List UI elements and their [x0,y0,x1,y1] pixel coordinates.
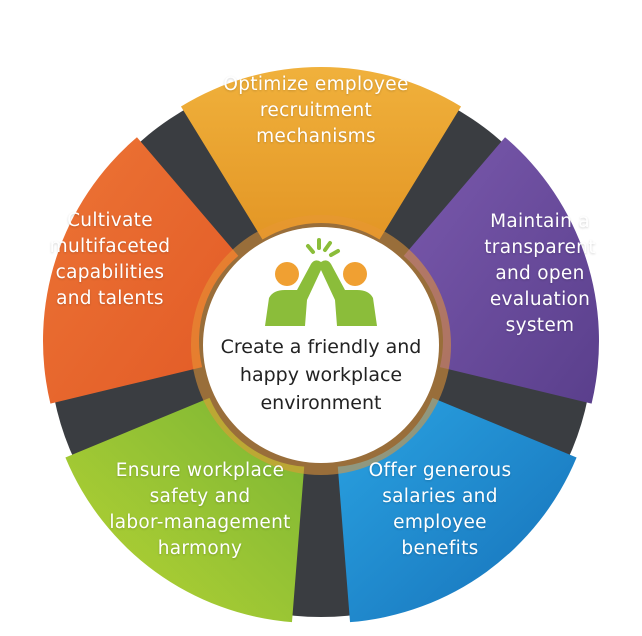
wheel-segment-evaluation [403,137,599,404]
center-title-line: environment [260,392,382,414]
label-line: transparent [484,237,596,258]
center-circle [203,227,439,463]
label-line: employee [393,512,487,533]
label-line: and open [495,263,585,284]
wheel-segment-recruitment [180,67,462,240]
label-line: harmony [157,538,243,559]
label-line: salaries and [382,486,498,507]
center-title-line: happy workplace [239,364,403,386]
label-line: mechanisms [256,126,376,147]
label-line: multifaceted [49,236,171,257]
label-line: Cultivate [67,210,153,231]
segment-label-safety: Ensure workplace safety and labor-manage… [95,458,305,562]
segment-label-recruitment: Optimize employee recruitment mechanisms [206,72,426,150]
segment-label-evaluation: Maintain a transparent and open evaluati… [470,209,610,339]
wheel-segment-talents [42,137,239,404]
segment-label-benefits: Offer generous salaries and employee ben… [350,458,530,562]
spark-lines [306,238,340,257]
center-title: Create a friendly and happy workplace en… [191,333,451,417]
label-line: Ensure workplace [115,460,285,481]
label-line: benefits [401,538,479,559]
label-line: Maintain a [490,211,590,232]
high-five-people-icon [265,238,377,326]
wheel-segment-safety [65,397,305,623]
wheel-segment-benefits [337,397,577,623]
label-line: and talents [56,288,164,309]
segment-label-talents: Cultivate multifaceted capabilities and … [40,208,180,312]
label-line: system [505,315,575,336]
label-line: Offer generous [368,460,512,481]
label-line: safety and [149,486,251,507]
label-line: Optimize employee [223,74,409,95]
label-line: recruitment [259,100,373,121]
label-line: capabilities [55,262,165,283]
label-line: evaluation [489,289,591,310]
left-person-body [265,260,322,326]
right-person-body [320,260,377,326]
right-person-head [343,262,367,286]
left-person-head [275,262,299,286]
label-line: labor-management [109,512,291,533]
center-title-line: Create a friendly and [220,336,422,358]
